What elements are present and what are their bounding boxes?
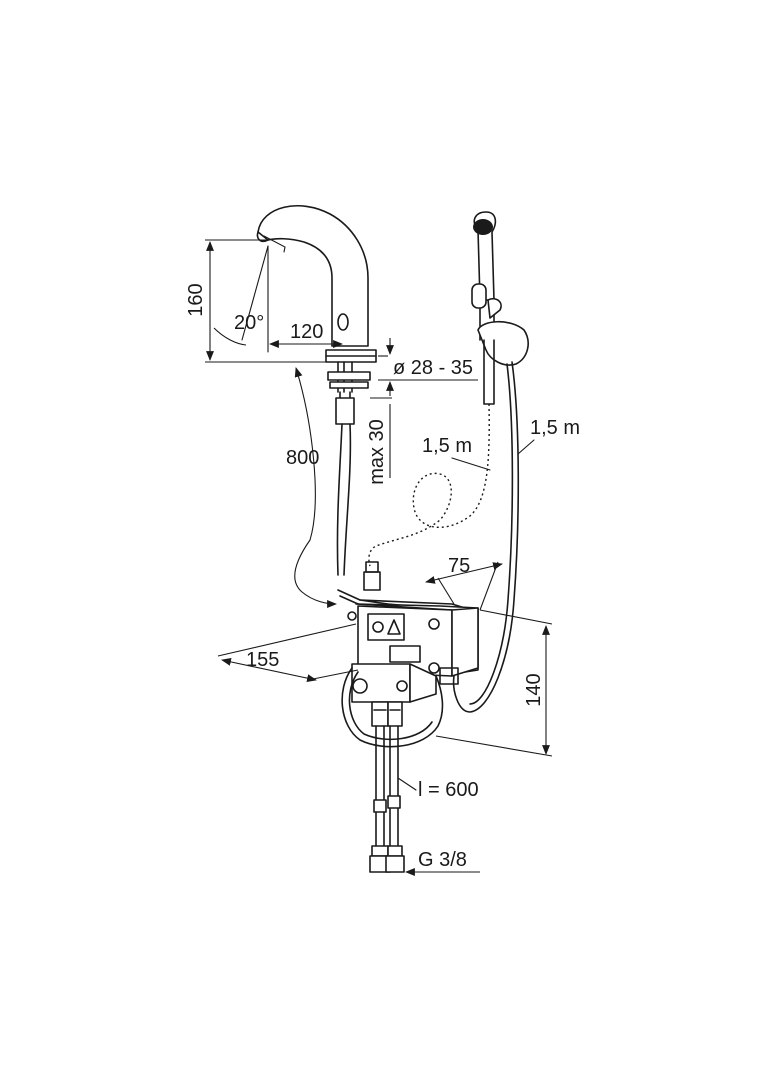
label-600: l = 600 (418, 779, 479, 801)
label-hose-left: 1,5 m (422, 435, 472, 457)
label-hole-diameter: ø 28 - 35 (393, 357, 473, 379)
sensor-window-icon (337, 313, 349, 331)
dimension-20-deg: 20° (213, 245, 269, 353)
screw-icon (428, 662, 440, 674)
label-75: 75 (448, 555, 470, 577)
label-thread: G 3/8 (418, 849, 467, 871)
dimension-75: 75 (425, 555, 503, 611)
dimension-140: 140 (435, 609, 553, 757)
dimension-hole-diameter: ø 28 - 35 (378, 338, 478, 396)
dimension-120: 120 (269, 321, 343, 348)
label-hose-right: 1,5 m (530, 417, 580, 439)
label-155: 155 (246, 649, 279, 671)
label-140: 140 (523, 673, 545, 706)
label-max-30: max 30 (366, 419, 388, 485)
dimension-thread: G 3/8 (405, 849, 480, 876)
valve-knob-icon (352, 678, 368, 694)
label-800: 800 (286, 447, 319, 469)
screw-icon (428, 618, 440, 630)
circle-symbol-icon (372, 621, 384, 633)
faucet (256, 205, 377, 576)
hand-shower (452, 211, 529, 713)
label-120: 120 (290, 321, 323, 343)
dimension-max-30: max 30 (366, 397, 392, 485)
dimension-600: l = 600 (397, 777, 479, 801)
label-20-deg: 20° (234, 312, 264, 334)
dimension-800: 800 (286, 367, 337, 608)
shower-head-icon (473, 219, 493, 235)
supply-hoses (369, 701, 405, 873)
triangle-symbol-icon (387, 619, 401, 635)
dimension-155: 155 (217, 623, 359, 683)
label-160: 160 (185, 283, 207, 316)
dimension-160: 160 (185, 239, 330, 363)
control-box (337, 561, 479, 748)
label-group-hoses: 1,5 m 1,5 m (422, 417, 580, 471)
